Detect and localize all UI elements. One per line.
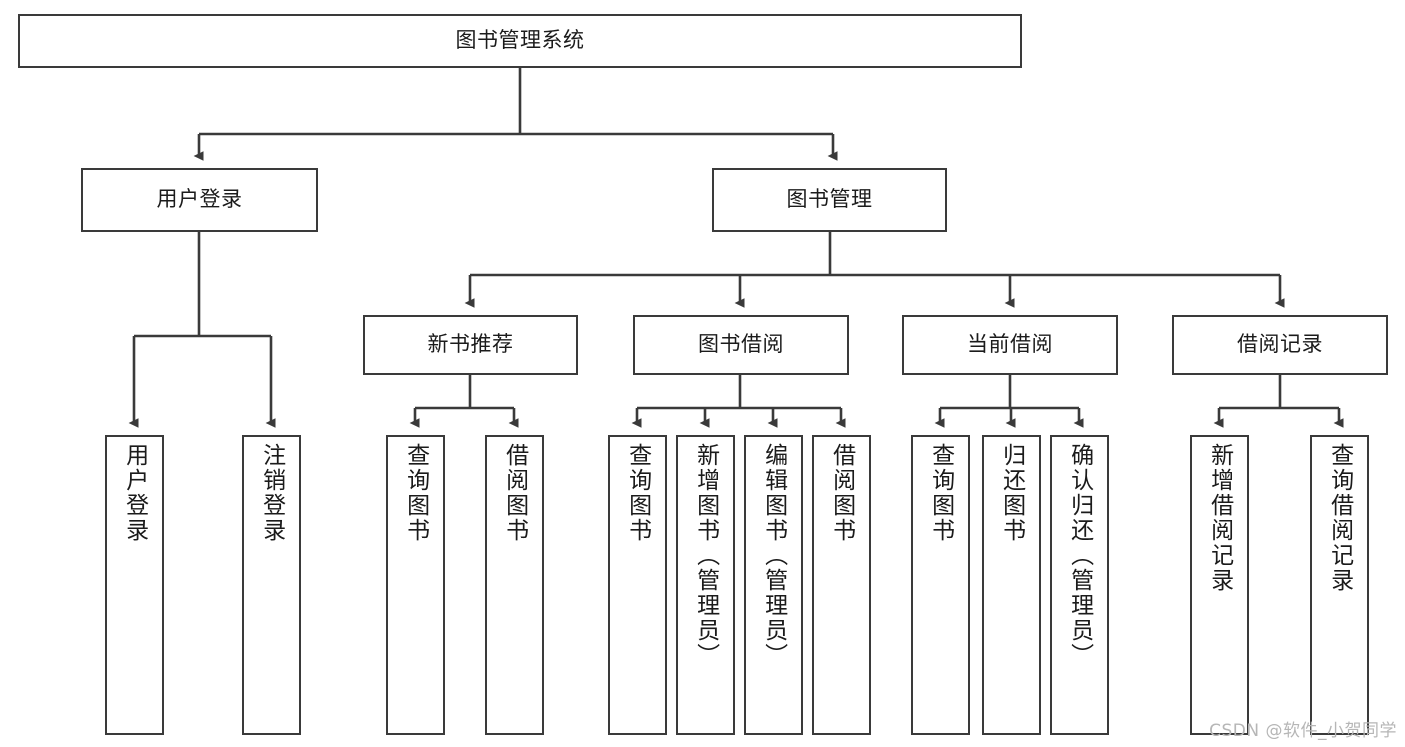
leaf-query-book-borrow[interactable]: 查询图书 [608, 435, 667, 735]
leaf-borrow-book-recommend[interactable]: 借阅图书 [485, 435, 544, 735]
leaf-logout-label: 注销登录 [258, 443, 285, 543]
node-user-login-label: 用户登录 [156, 187, 243, 212]
node-root[interactable]: 图书管理系统 [18, 14, 1022, 68]
leaf-add-book-admin[interactable]: 新增图书（管理员） [676, 435, 735, 735]
leaf-query-borrow-record-label: 查询借阅记录 [1326, 443, 1353, 593]
leaf-add-borrow-record[interactable]: 新增借阅记录 [1190, 435, 1249, 735]
node-user-login[interactable]: 用户登录 [81, 168, 318, 232]
node-current-borrow[interactable]: 当前借阅 [902, 315, 1118, 375]
node-book-borrow-label: 图书借阅 [698, 332, 784, 357]
leaf-query-book-recommend[interactable]: 查询图书 [386, 435, 445, 735]
leaf-logout[interactable]: 注销登录 [242, 435, 301, 735]
leaf-query-book-borrow-label: 查询图书 [624, 443, 651, 543]
node-borrow-record-label: 借阅记录 [1237, 332, 1323, 357]
node-new-book-recommend-label: 新书推荐 [427, 332, 514, 357]
watermark: CSDN @软件_小贺同学 [1209, 721, 1397, 741]
leaf-edit-book-admin[interactable]: 编辑图书（管理员） [744, 435, 803, 735]
leaf-confirm-return-admin-label: 确认归还（管理员） [1066, 443, 1093, 668]
node-current-borrow-label: 当前借阅 [967, 332, 1053, 357]
leaf-add-borrow-record-label: 新增借阅记录 [1206, 443, 1233, 593]
leaf-add-book-admin-label: 新增图书（管理员） [692, 443, 719, 668]
leaf-user-login[interactable]: 用户登录 [105, 435, 164, 735]
node-new-book-recommend[interactable]: 新书推荐 [363, 315, 578, 375]
leaf-user-login-label: 用户登录 [121, 443, 148, 543]
leaf-borrow-book[interactable]: 借阅图书 [812, 435, 871, 735]
node-book-management-label: 图书管理 [786, 187, 873, 212]
node-book-management[interactable]: 图书管理 [712, 168, 947, 232]
leaf-query-book-recommend-label: 查询图书 [402, 443, 429, 543]
leaf-query-borrow-record[interactable]: 查询借阅记录 [1310, 435, 1369, 735]
leaf-borrow-book-label: 借阅图书 [828, 443, 855, 543]
leaf-return-book[interactable]: 归还图书 [982, 435, 1041, 735]
leaf-borrow-book-recommend-label: 借阅图书 [501, 443, 528, 543]
node-root-label: 图书管理系统 [455, 28, 585, 53]
leaf-query-book-current[interactable]: 查询图书 [911, 435, 970, 735]
leaf-return-book-label: 归还图书 [998, 443, 1025, 543]
leaf-confirm-return-admin[interactable]: 确认归还（管理员） [1050, 435, 1109, 735]
node-borrow-record[interactable]: 借阅记录 [1172, 315, 1388, 375]
leaf-edit-book-admin-label: 编辑图书（管理员） [760, 443, 787, 668]
node-book-borrow[interactable]: 图书借阅 [633, 315, 849, 375]
leaf-query-book-current-label: 查询图书 [927, 443, 954, 543]
